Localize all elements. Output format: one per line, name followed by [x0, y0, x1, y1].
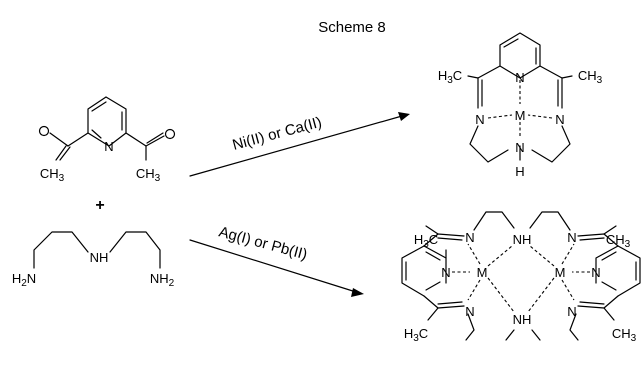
arrow-bottom [189, 239, 364, 297]
top-conditions: Ni(II) or Ca(II) [231, 114, 324, 154]
diacetylpyridine-structure [38, 96, 176, 161]
product-bottom-metal-left: M [477, 265, 488, 280]
product-top-h3c: H3C [438, 68, 462, 86]
product-bottom-structure [401, 211, 641, 341]
product-bottom-n-imine-tr: N [567, 230, 576, 245]
product-bottom-h3c-top: H3C [414, 232, 438, 250]
triamine-structure [33, 231, 161, 269]
product-bottom-nh-bottom: NH [513, 312, 532, 327]
product-bottom-ch3-bottom: CH3 [612, 326, 637, 344]
amine-h2n-label: H2N [12, 271, 36, 289]
arrow-top [189, 112, 410, 177]
product-bottom-n-imine-br: N [567, 304, 576, 319]
ketone-ch3-left-label: CH3 [40, 166, 65, 184]
bottom-conditions: Ag(I) or Pb(II) [217, 223, 309, 263]
product-top-structure [467, 32, 573, 163]
product-bottom-n-pyridine-left: N [441, 265, 450, 280]
scheme-title: Scheme 8 [318, 19, 386, 36]
product-bottom-h3c-bottom: H3C [404, 326, 428, 344]
product-top-n-left: N [475, 112, 484, 127]
product-top-n-amine: N [515, 140, 524, 155]
product-bottom-nh-top: NH [513, 232, 532, 247]
product-top-metal: M [515, 108, 526, 123]
plus-sign: + [95, 197, 104, 214]
product-bottom-ch3-top: CH3 [606, 232, 631, 250]
product-top-n-pyridine: N [515, 70, 524, 85]
product-bottom-n-imine-bl: N [465, 304, 474, 319]
product-top-n-right: N [555, 112, 564, 127]
ketone-n-label: N [104, 139, 113, 154]
product-bottom-n-pyridine-right: N [591, 265, 600, 280]
product-top-ch3: CH3 [578, 68, 603, 86]
product-bottom-n-imine-tl: N [465, 230, 474, 245]
product-top-h: H [515, 164, 524, 179]
amine-nh-label: NH [90, 250, 109, 265]
product-bottom-metal-right: M [555, 265, 566, 280]
ketone-ch3-right-label: CH3 [136, 166, 161, 184]
amine-nh2-label: NH2 [150, 271, 175, 289]
